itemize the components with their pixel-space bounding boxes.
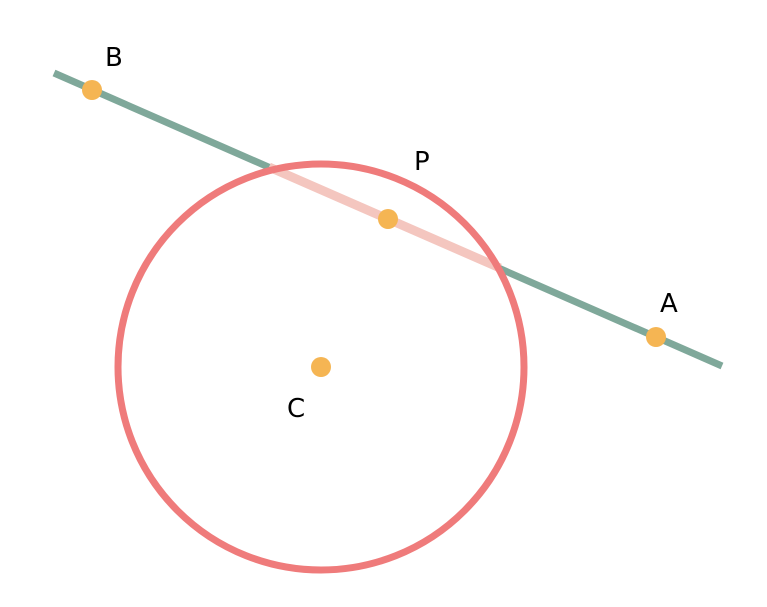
point-b[interactable] <box>82 80 102 100</box>
label-p: P <box>414 147 430 177</box>
label-b: B <box>105 43 123 73</box>
point-a[interactable] <box>646 327 666 347</box>
circle-c <box>114 160 528 574</box>
point-c[interactable] <box>311 357 331 377</box>
point-p[interactable] <box>378 209 398 229</box>
label-a: A <box>660 289 678 319</box>
label-c: C <box>287 394 305 424</box>
